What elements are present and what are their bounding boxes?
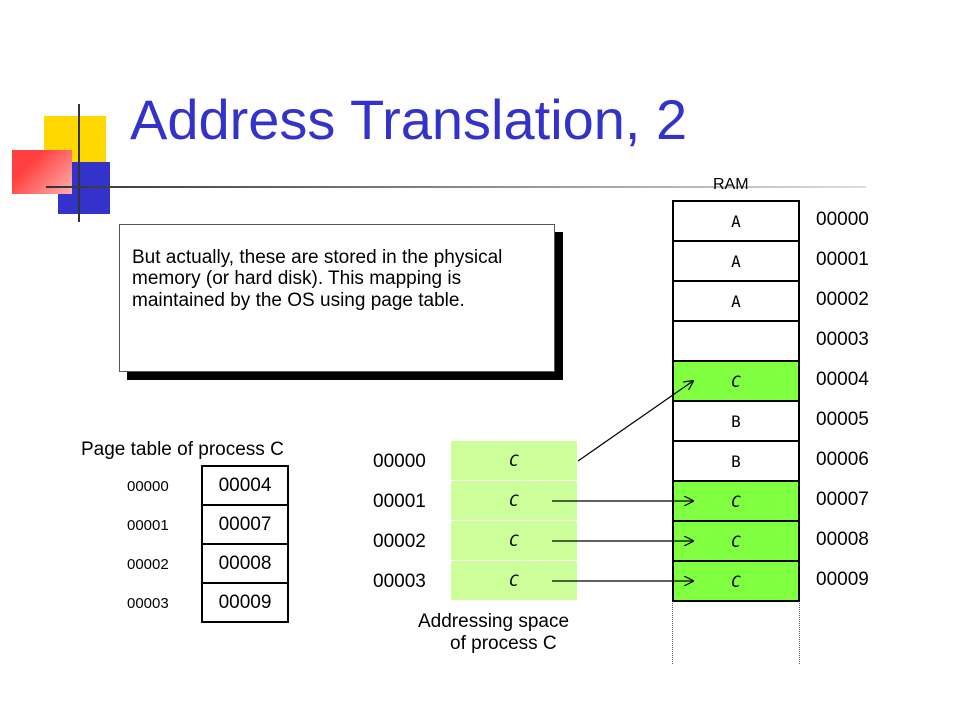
page-table-index: 00003 — [127, 595, 169, 612]
ram-label: RAM — [713, 176, 749, 193]
ram-cell: A — [672, 240, 800, 282]
page-table-entry: 00009 — [201, 582, 289, 623]
virtual-space-cell: C — [450, 480, 578, 521]
ram-address-label: 00002 — [816, 289, 869, 310]
ram-address-label: 00007 — [816, 489, 869, 510]
virtual-address-label: 00003 — [373, 571, 426, 592]
ram-address-label: 00009 — [816, 569, 869, 590]
callout-box: But actually, these are stored in the ph… — [119, 224, 555, 372]
ram-cell: C — [672, 360, 800, 402]
callout-text: But actually, these are stored in the ph… — [132, 247, 503, 311]
virtual-address-label: 00000 — [373, 451, 426, 472]
ram-cell: A — [672, 200, 800, 242]
slide-title: Address Translation, 2 — [130, 88, 688, 151]
ram-address-label: 00000 — [816, 209, 869, 230]
page-table-index: 00002 — [127, 556, 169, 573]
ram-address-label: 00004 — [816, 369, 869, 390]
virtual-space-label-line2: of process C — [450, 633, 557, 654]
page-table-title: Page table of process C — [81, 439, 284, 460]
virtual-address-label: 00001 — [373, 491, 426, 512]
ram-column-extension — [672, 600, 800, 664]
ram-cell: C — [672, 520, 800, 562]
ram-address-label: 00003 — [816, 329, 869, 350]
ram-address-label: 00005 — [816, 409, 869, 430]
ram-cell: C — [672, 560, 800, 602]
page-table-index: 00001 — [127, 517, 169, 534]
decor-vertical-line — [78, 104, 80, 222]
page-table-entry: 00004 — [201, 465, 289, 506]
page-table-index: 00000 — [127, 478, 169, 495]
virtual-space-cell: C — [450, 440, 578, 481]
ram-cell: B — [672, 440, 800, 482]
page-table-entry: 00008 — [201, 543, 289, 584]
ram-address-label: 00006 — [816, 449, 869, 470]
ram-address-label: 00001 — [816, 249, 869, 270]
virtual-address-label: 00002 — [373, 531, 426, 552]
title-underline — [46, 186, 866, 188]
ram-address-label: 00008 — [816, 529, 869, 550]
virtual-space-label-line1: Addressing space — [418, 611, 570, 632]
virtual-space-cell: C — [450, 520, 578, 561]
virtual-space-cell: C — [450, 560, 578, 601]
ram-cell: C — [672, 480, 800, 522]
ram-cell: B — [672, 400, 800, 442]
ram-cell: A — [672, 280, 800, 322]
ram-cell — [672, 320, 800, 362]
page-table-entry: 00007 — [201, 504, 289, 545]
